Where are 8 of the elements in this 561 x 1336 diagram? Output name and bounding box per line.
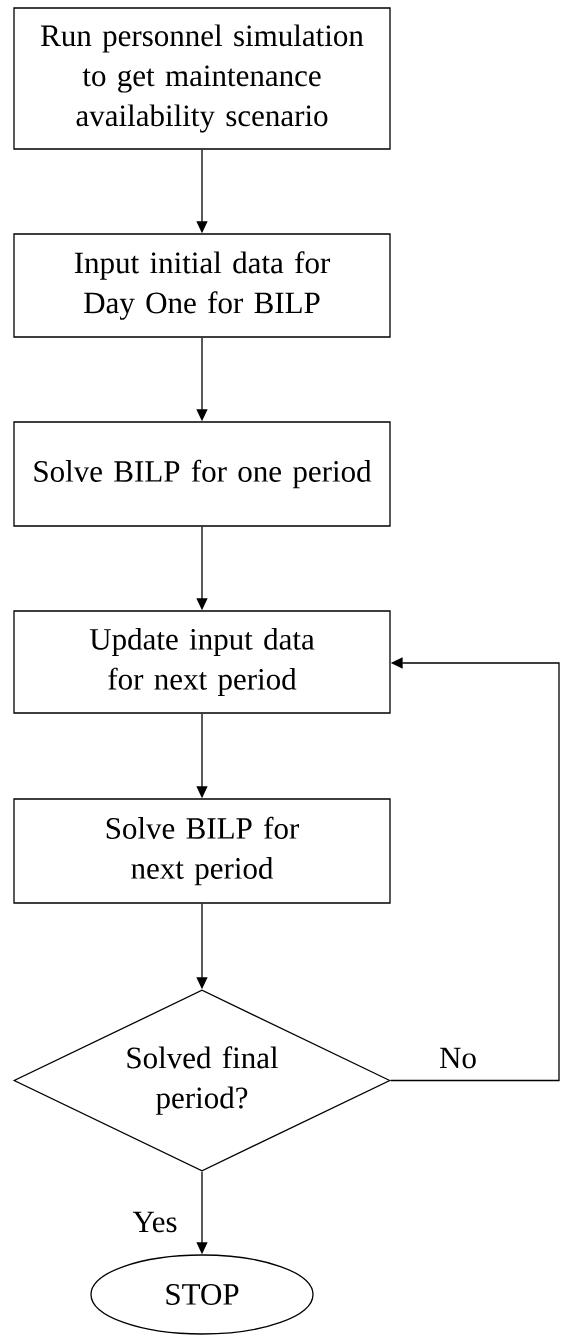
- process-box: Update input data for next period: [13, 610, 391, 714]
- process-box: Run personnel simulation to get maintenance availability scenario: [13, 7, 391, 150]
- arrow: [390, 657, 560, 1082]
- edge-label: No: [438, 1046, 478, 1070]
- process-box: Solve BILP for next period: [13, 798, 391, 904]
- edge-label: Yes: [131, 1210, 179, 1234]
- process-box: Solve BILP for one period: [13, 421, 391, 527]
- process-box: Input initial data for Day One for BILP: [13, 233, 391, 338]
